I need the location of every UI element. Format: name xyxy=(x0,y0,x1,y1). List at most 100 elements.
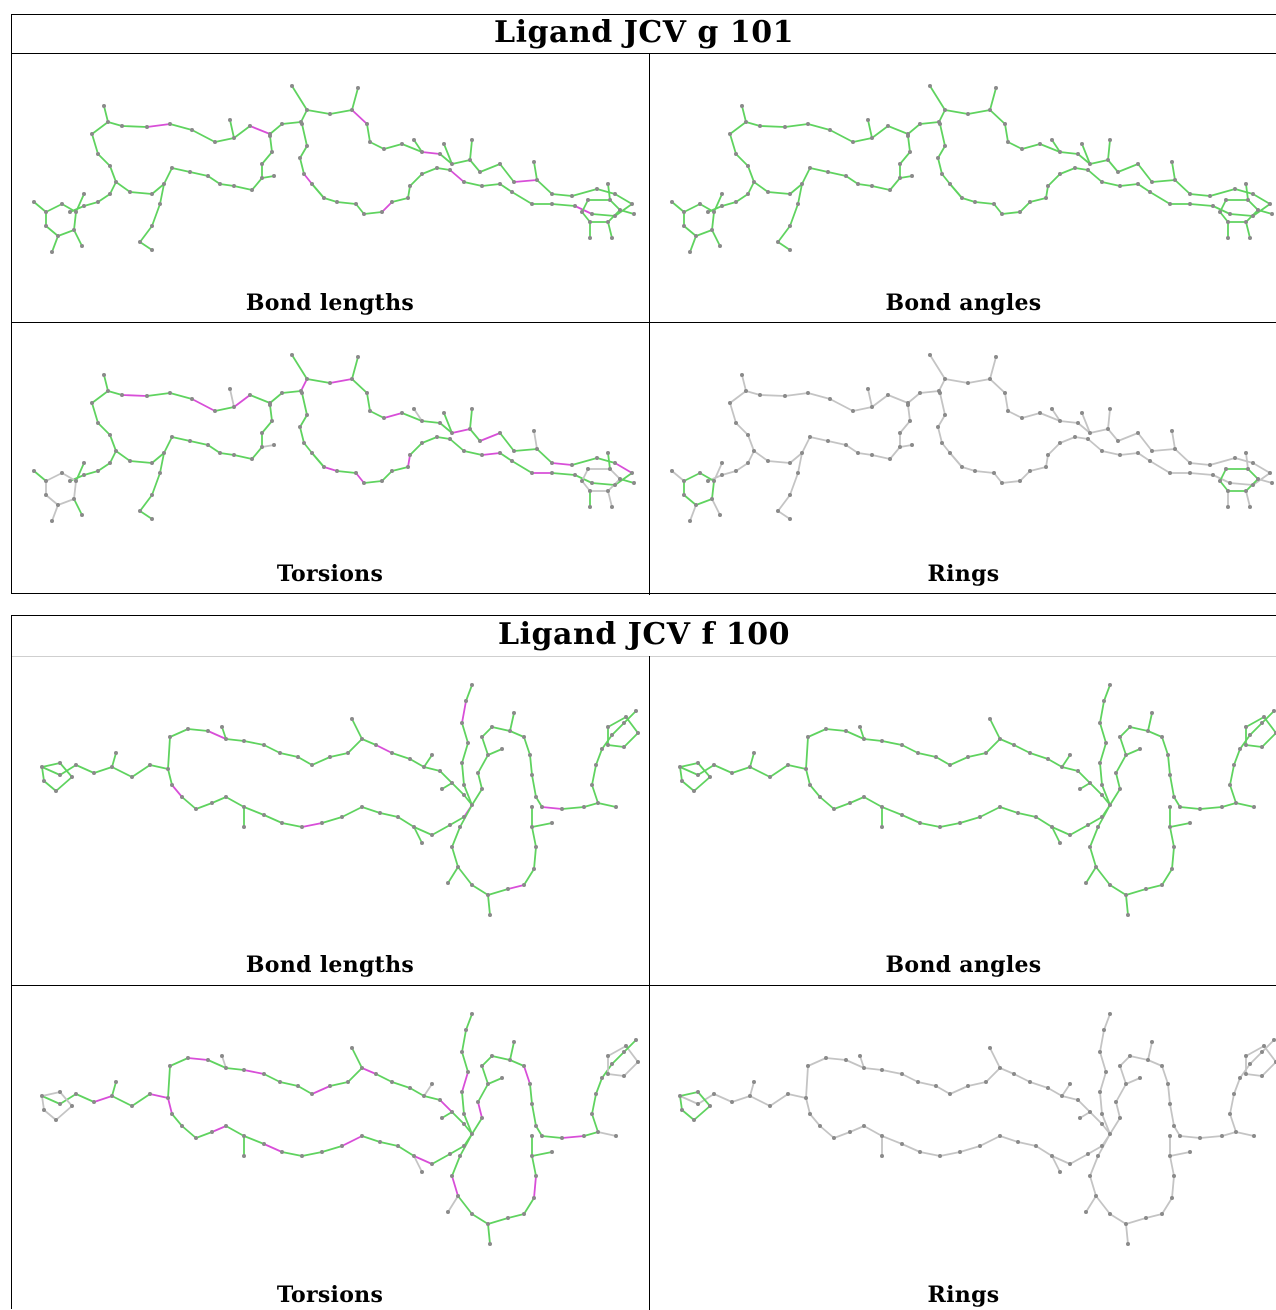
bond xyxy=(683,203,701,213)
atom xyxy=(242,1134,246,1138)
bond xyxy=(899,175,913,179)
bond xyxy=(1249,722,1263,736)
bond xyxy=(805,1097,811,1115)
molecule-structure xyxy=(678,1012,1276,1246)
bond xyxy=(1189,193,1211,197)
bond xyxy=(219,183,235,187)
bond xyxy=(481,1065,489,1085)
atom xyxy=(480,1064,484,1068)
bond xyxy=(207,1059,227,1069)
atom xyxy=(110,765,114,769)
bond xyxy=(1252,203,1271,217)
atom xyxy=(788,192,792,196)
bond xyxy=(93,766,113,774)
atom xyxy=(636,1060,640,1064)
bond xyxy=(397,816,415,828)
ligand-table-g101: Ligand JCV g 101 Bond lengths Bond angle… xyxy=(11,14,1276,595)
bond xyxy=(363,480,383,484)
bond xyxy=(845,444,859,454)
bond xyxy=(195,802,213,810)
atom xyxy=(1144,1216,1148,1220)
bond xyxy=(431,1153,451,1165)
atom xyxy=(50,519,54,523)
bond xyxy=(336,470,357,474)
row-divider xyxy=(12,985,1276,986)
bond xyxy=(129,460,153,464)
atom xyxy=(806,1064,810,1068)
atom xyxy=(40,1094,44,1098)
bond xyxy=(263,744,281,754)
atom xyxy=(90,132,94,136)
column-divider xyxy=(649,656,650,1310)
bond xyxy=(1145,884,1163,890)
atom xyxy=(328,1084,332,1088)
bond xyxy=(1004,392,1009,412)
panel-bond-lengths: Bond lengths xyxy=(12,657,648,985)
bond xyxy=(807,392,831,400)
bond xyxy=(807,1057,827,1067)
atom xyxy=(242,805,246,809)
bond xyxy=(361,1067,377,1075)
bond xyxy=(97,422,111,436)
panel-rings: Rings xyxy=(650,323,1276,593)
molecule-structure xyxy=(32,84,636,254)
bond xyxy=(937,414,946,428)
bond xyxy=(301,123,308,147)
bond xyxy=(263,1143,283,1153)
bond xyxy=(679,1095,699,1105)
bond xyxy=(607,1073,625,1077)
bond xyxy=(857,452,873,456)
atom xyxy=(44,224,48,228)
atom xyxy=(128,190,132,194)
atom xyxy=(692,789,696,793)
atom xyxy=(1108,1212,1112,1216)
bond xyxy=(487,1217,509,1225)
bond xyxy=(171,1113,183,1127)
atom xyxy=(1160,1212,1164,1216)
bond xyxy=(491,1055,511,1061)
atom xyxy=(1168,773,1172,777)
atom xyxy=(1050,1154,1054,1158)
bond xyxy=(999,806,1019,814)
bond xyxy=(769,764,789,778)
atom xyxy=(340,1144,344,1148)
bond xyxy=(901,1073,919,1083)
bond xyxy=(881,1135,903,1145)
panel-caption: Rings xyxy=(927,1282,1000,1308)
bond xyxy=(623,1039,637,1053)
bond xyxy=(463,181,483,187)
atom xyxy=(752,1080,756,1084)
atom xyxy=(82,192,86,196)
bond xyxy=(735,422,749,436)
atom xyxy=(728,132,732,136)
atom xyxy=(998,737,1002,741)
bond xyxy=(449,438,465,452)
atom xyxy=(1268,471,1272,475)
atom xyxy=(590,481,594,485)
atom xyxy=(340,815,344,819)
bond xyxy=(375,1073,393,1083)
atom xyxy=(1028,1080,1032,1084)
bond xyxy=(1249,1051,1263,1065)
bond xyxy=(735,153,749,167)
panel-rings: Rings xyxy=(650,986,1276,1310)
atom xyxy=(826,170,830,174)
atom xyxy=(162,451,166,455)
atom xyxy=(512,180,516,184)
bond xyxy=(849,796,865,804)
bond xyxy=(347,738,363,754)
atom xyxy=(746,461,750,465)
atom xyxy=(808,435,812,439)
bond xyxy=(509,730,525,738)
bond xyxy=(33,470,47,482)
bond xyxy=(361,806,381,814)
bond xyxy=(551,462,573,466)
atom xyxy=(128,459,132,463)
bond xyxy=(187,1057,209,1061)
atom xyxy=(322,196,326,200)
bond xyxy=(1171,430,1176,450)
bond xyxy=(233,185,253,191)
atom xyxy=(1028,469,1032,473)
atom xyxy=(488,1242,492,1246)
bond xyxy=(146,392,171,397)
